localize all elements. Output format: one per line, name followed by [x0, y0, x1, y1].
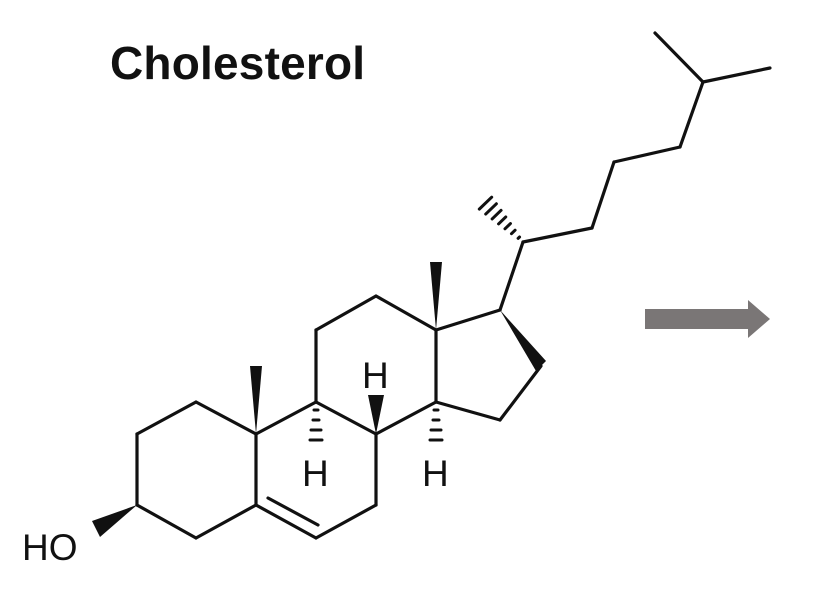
wedge-bond-c16 [500, 310, 546, 371]
page-title: Cholesterol [110, 37, 366, 89]
ring-d [434, 308, 546, 422]
hydroxyl-wedge [92, 505, 137, 537]
hashed-bond-c9-h [308, 408, 324, 442]
ring-a [135, 400, 258, 540]
hydrogen-label-c9: H [302, 453, 329, 494]
hydrogen-label-c8: H [362, 355, 389, 396]
right-arrow-icon [645, 300, 770, 338]
hydroxyl-label: HO [22, 527, 78, 568]
hashed-bond-c14-h [428, 408, 444, 442]
ring-b [254, 400, 378, 540]
methyl-wedge-c19 [250, 366, 262, 434]
ring-c [314, 294, 438, 436]
hydrogen-label-c14: H [422, 453, 449, 494]
side-chain [477, 31, 772, 312]
methyl-wedge-c18 [430, 262, 442, 330]
hashed-bond-c21 [477, 195, 522, 240]
double-bond-c5-c6 [266, 496, 320, 527]
wedge-bond-c8-h [368, 395, 384, 434]
